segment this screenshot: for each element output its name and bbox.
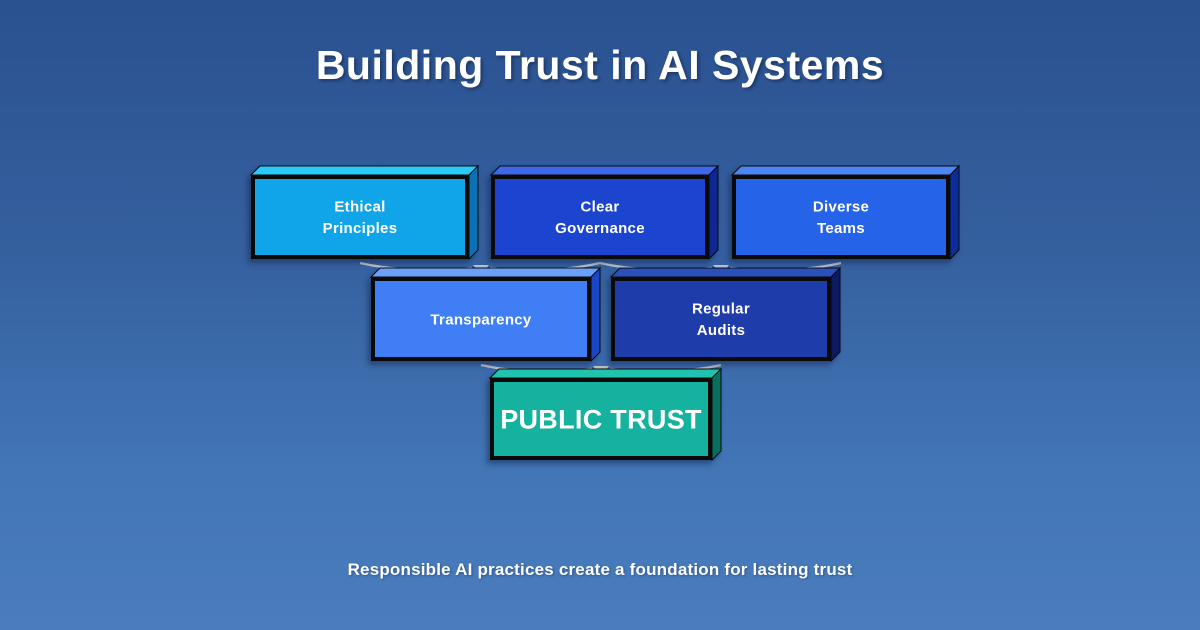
page-title: Building Trust in AI Systems xyxy=(315,42,885,88)
node-face xyxy=(251,175,469,259)
node-top-face xyxy=(609,267,842,278)
node-face xyxy=(371,277,591,361)
node-top-face xyxy=(249,165,480,176)
node-label: Transparency xyxy=(430,311,532,328)
node-label: PUBLIC TRUST xyxy=(500,404,702,434)
node-transparency: Transparency xyxy=(369,266,602,363)
page-subtitle: Responsible AI practices create a founda… xyxy=(347,560,853,579)
node-top-face xyxy=(489,165,720,176)
node-side-face xyxy=(708,164,719,261)
node-side-face xyxy=(830,266,841,363)
node-face xyxy=(491,175,709,259)
node-face xyxy=(490,378,712,460)
node-side-face xyxy=(711,367,722,462)
node-public-trust: PUBLIC TRUST xyxy=(488,367,723,462)
node-face xyxy=(732,175,950,259)
node-side-face xyxy=(590,266,601,363)
node-top-face xyxy=(730,165,961,176)
node-side-face xyxy=(468,164,479,261)
node-top-face xyxy=(369,267,602,278)
node-top-face xyxy=(488,368,723,379)
node-face xyxy=(611,277,831,361)
node-side-face xyxy=(949,164,960,261)
